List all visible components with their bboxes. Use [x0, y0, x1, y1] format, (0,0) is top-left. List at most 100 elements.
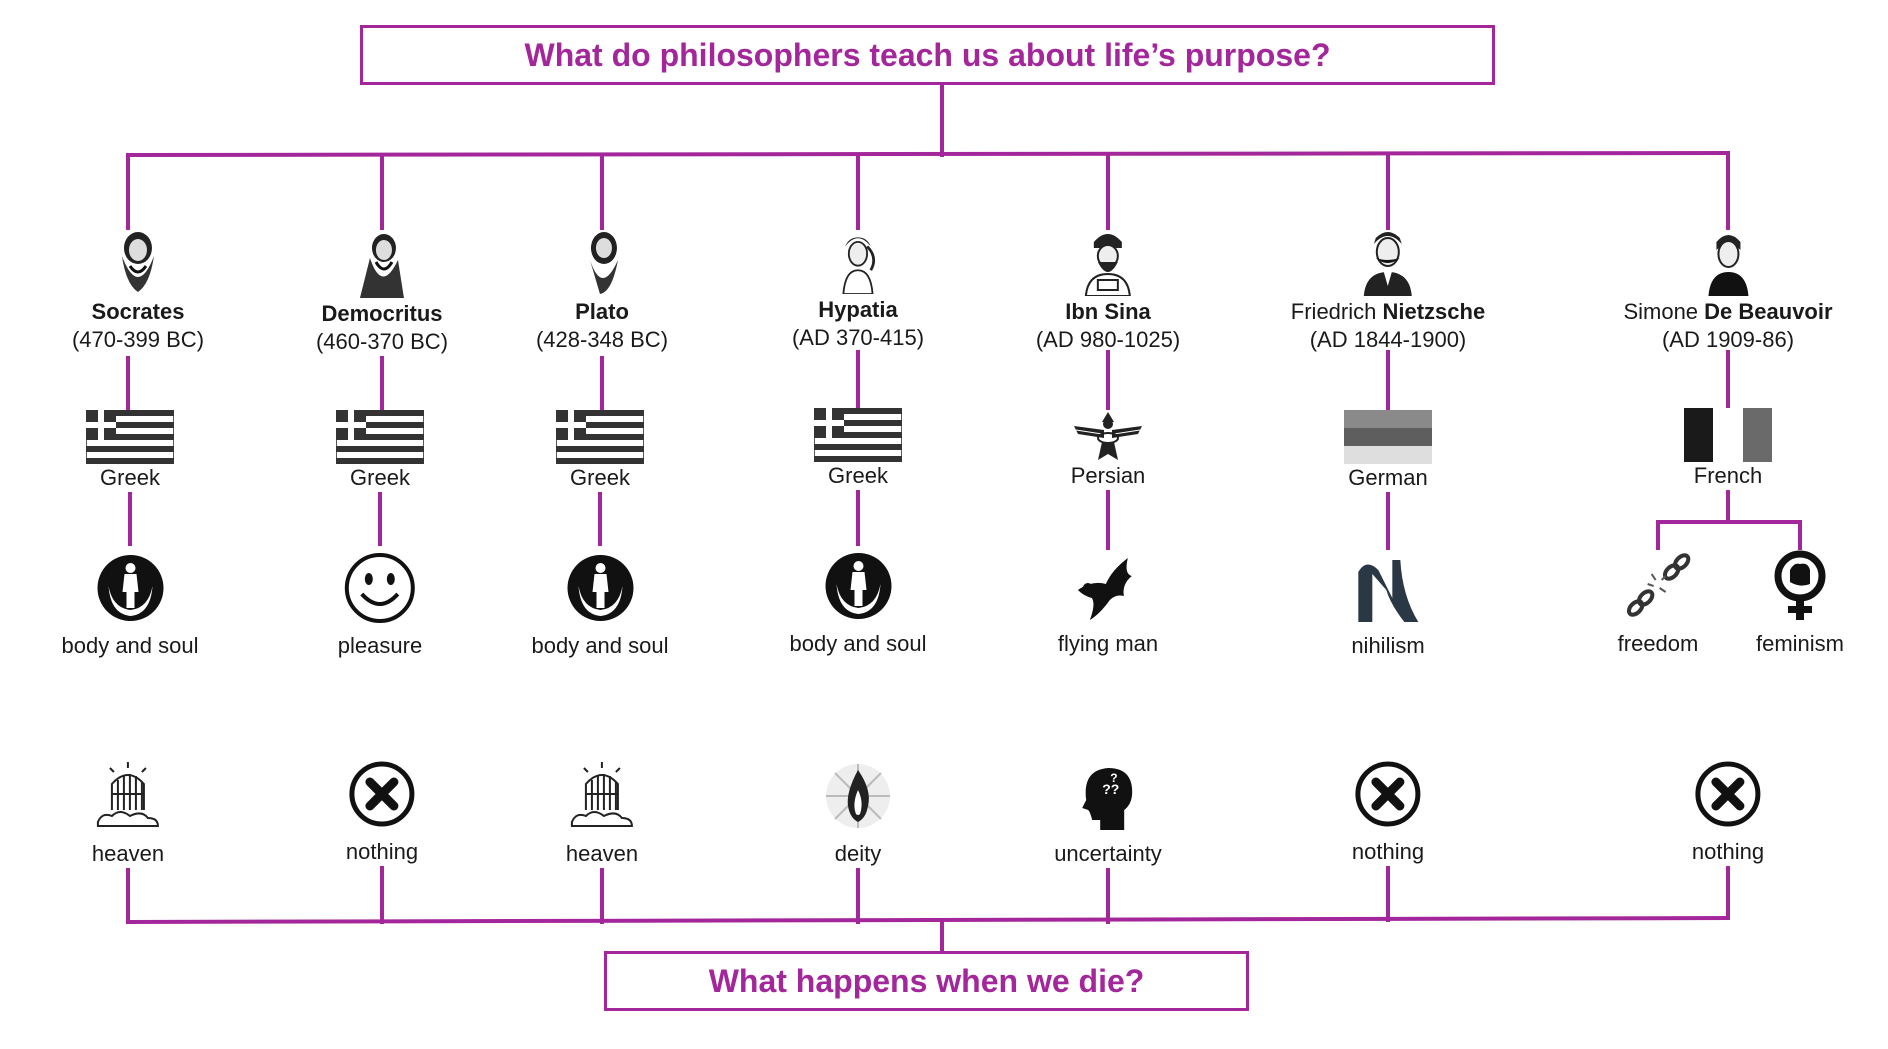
origin-democritus: Greek — [336, 410, 424, 492]
origin-plato: Greek — [556, 410, 644, 492]
philosopher-dates: (428-348 BC) — [535, 327, 669, 352]
top-question: What do philosophers teach us about life… — [524, 36, 1331, 73]
philosopher-ibn-sina: Ibn Sina (AD 980-1025) — [1036, 226, 1180, 354]
death-label: nothing — [342, 838, 422, 866]
philosopher-democritus: Democritus (460-370 BC) — [316, 228, 448, 356]
svg-text:??: ?? — [1102, 781, 1119, 797]
origin-socrates: Greek — [86, 410, 174, 492]
purpose-label: body and soul — [58, 632, 202, 660]
death-nietzsche: nothing — [1348, 758, 1428, 866]
origin-label: Greek — [97, 464, 163, 492]
origin-hypatia: Greek — [814, 408, 902, 490]
greek-flag-icon — [86, 410, 174, 464]
smiley-icon — [344, 553, 415, 623]
purpose-hypatia: body and soul — [786, 550, 930, 658]
faravahar-icon — [1074, 412, 1142, 460]
x-circle-icon — [1695, 761, 1761, 827]
hypatia-portrait-icon — [842, 237, 876, 294]
greek-flag-icon — [814, 408, 902, 462]
philosopher-name: Socrates — [91, 299, 185, 324]
origin-label: Greek — [825, 462, 891, 490]
greek-flag-icon — [336, 410, 424, 464]
philosopher-de-beauvoir: Simone De Beauvoir (AD 1909-86) — [1623, 226, 1833, 354]
purpose-label: nihilism — [1348, 632, 1428, 660]
question-head-icon: ?? ? — [1082, 768, 1132, 830]
philosopher-nietzsche: Friedrich Nietzsche (AD 1844-1900) — [1291, 226, 1485, 354]
philosopher-name: Friedrich Nietzsche — [1290, 299, 1486, 324]
philosopher-dates: (AD 370-415) — [791, 325, 925, 350]
top-question-box: What do philosophers teach us about life… — [360, 25, 1495, 85]
nihilism-symbol-icon — [1357, 560, 1418, 622]
philosopher-plato: Plato (428-348 BC) — [536, 226, 668, 354]
purpose-socrates: body and soul — [58, 552, 202, 660]
philosopher-name: Democritus — [321, 301, 443, 326]
plato-portrait-icon — [589, 232, 618, 294]
death-label: deity — [831, 840, 885, 868]
german-flag-icon — [1344, 410, 1432, 464]
body-soul-icon — [567, 555, 633, 621]
purpose-plato: body and soul — [528, 552, 672, 660]
nietzsche-portrait-icon — [1364, 232, 1412, 296]
purpose-label: pleasure — [334, 632, 426, 660]
greek-flag-icon — [556, 410, 644, 464]
origin-label: Greek — [567, 464, 633, 492]
death-ibn-sina: ?? ? uncertainty — [1051, 760, 1165, 868]
death-de-beauvoir: nothing — [1688, 758, 1768, 866]
death-plato: heaven — [562, 760, 642, 868]
death-democritus: nothing — [342, 758, 422, 866]
philosopher-name: Hypatia — [818, 297, 898, 322]
origin-label: German — [1345, 464, 1431, 492]
bottom-question-box: What happens when we die? — [604, 951, 1249, 1011]
purpose-de-beauvoir-feminism: feminism — [1752, 550, 1848, 658]
feminism-label: feminism — [1752, 630, 1848, 658]
broken-chain-icon — [1627, 553, 1691, 617]
philosopher-dates: (AD 980-1025) — [1035, 327, 1181, 352]
death-label: nothing — [1348, 838, 1428, 866]
purpose-nietzsche: nihilism — [1348, 552, 1428, 660]
philosopher-hypatia: Hypatia (AD 370-415) — [792, 230, 924, 352]
purpose-label: body and soul — [528, 632, 672, 660]
death-label: heaven — [88, 840, 168, 868]
philosopher-name: Plato — [575, 299, 629, 324]
origin-nietzsche: German — [1344, 410, 1432, 492]
socrates-portrait-icon — [121, 232, 154, 292]
body-soul-icon — [825, 553, 891, 619]
de-beauvoir-portrait-icon — [1707, 235, 1748, 296]
heaven-gate-icon — [571, 762, 634, 827]
svg-text:?: ? — [1110, 771, 1117, 785]
philosopher-name: Simone De Beauvoir — [1623, 299, 1833, 324]
body-soul-icon — [97, 555, 163, 621]
origin-label: French — [1690, 462, 1766, 490]
purpose-label: flying man — [1054, 630, 1162, 658]
heaven-gate-icon — [97, 762, 160, 827]
death-label: heaven — [562, 840, 642, 868]
flying-man-icon — [1078, 558, 1132, 620]
french-flag-icon — [1684, 408, 1772, 462]
purpose-democritus: pleasure — [334, 552, 426, 660]
feminism-fist-icon — [1774, 550, 1826, 620]
purpose-de-beauvoir-freedom: freedom — [1614, 550, 1702, 658]
death-hypatia: deity — [822, 760, 894, 868]
philosopher-socrates: Socrates (470-399 BC) — [72, 226, 204, 354]
purpose-label: body and soul — [786, 630, 930, 658]
x-circle-icon — [1355, 761, 1421, 827]
death-label: nothing — [1688, 838, 1768, 866]
x-circle-icon — [349, 761, 415, 827]
purpose-ibn-sina: flying man — [1054, 550, 1162, 658]
philosopher-dates: (AD 1844-1900) — [1309, 327, 1467, 352]
ibn-sina-portrait-icon — [1084, 234, 1132, 296]
philosopher-name: Ibn Sina — [1065, 299, 1151, 324]
deity-flame-icon — [826, 764, 890, 828]
origin-ibn-sina: Persian — [1064, 408, 1152, 490]
origin-de-beauvoir: French — [1684, 408, 1772, 490]
bottom-question: What happens when we die? — [708, 962, 1145, 999]
philosopher-dates: (470-399 BC) — [71, 327, 205, 352]
philosopher-dates: (AD 1909-86) — [1661, 327, 1795, 352]
philosopher-dates: (460-370 BC) — [315, 329, 449, 354]
democritus-portrait-icon — [359, 234, 404, 298]
death-label: uncertainty — [1051, 840, 1165, 868]
freedom-label: freedom — [1614, 630, 1702, 658]
origin-label: Greek — [347, 464, 413, 492]
death-socrates: heaven — [88, 760, 168, 868]
